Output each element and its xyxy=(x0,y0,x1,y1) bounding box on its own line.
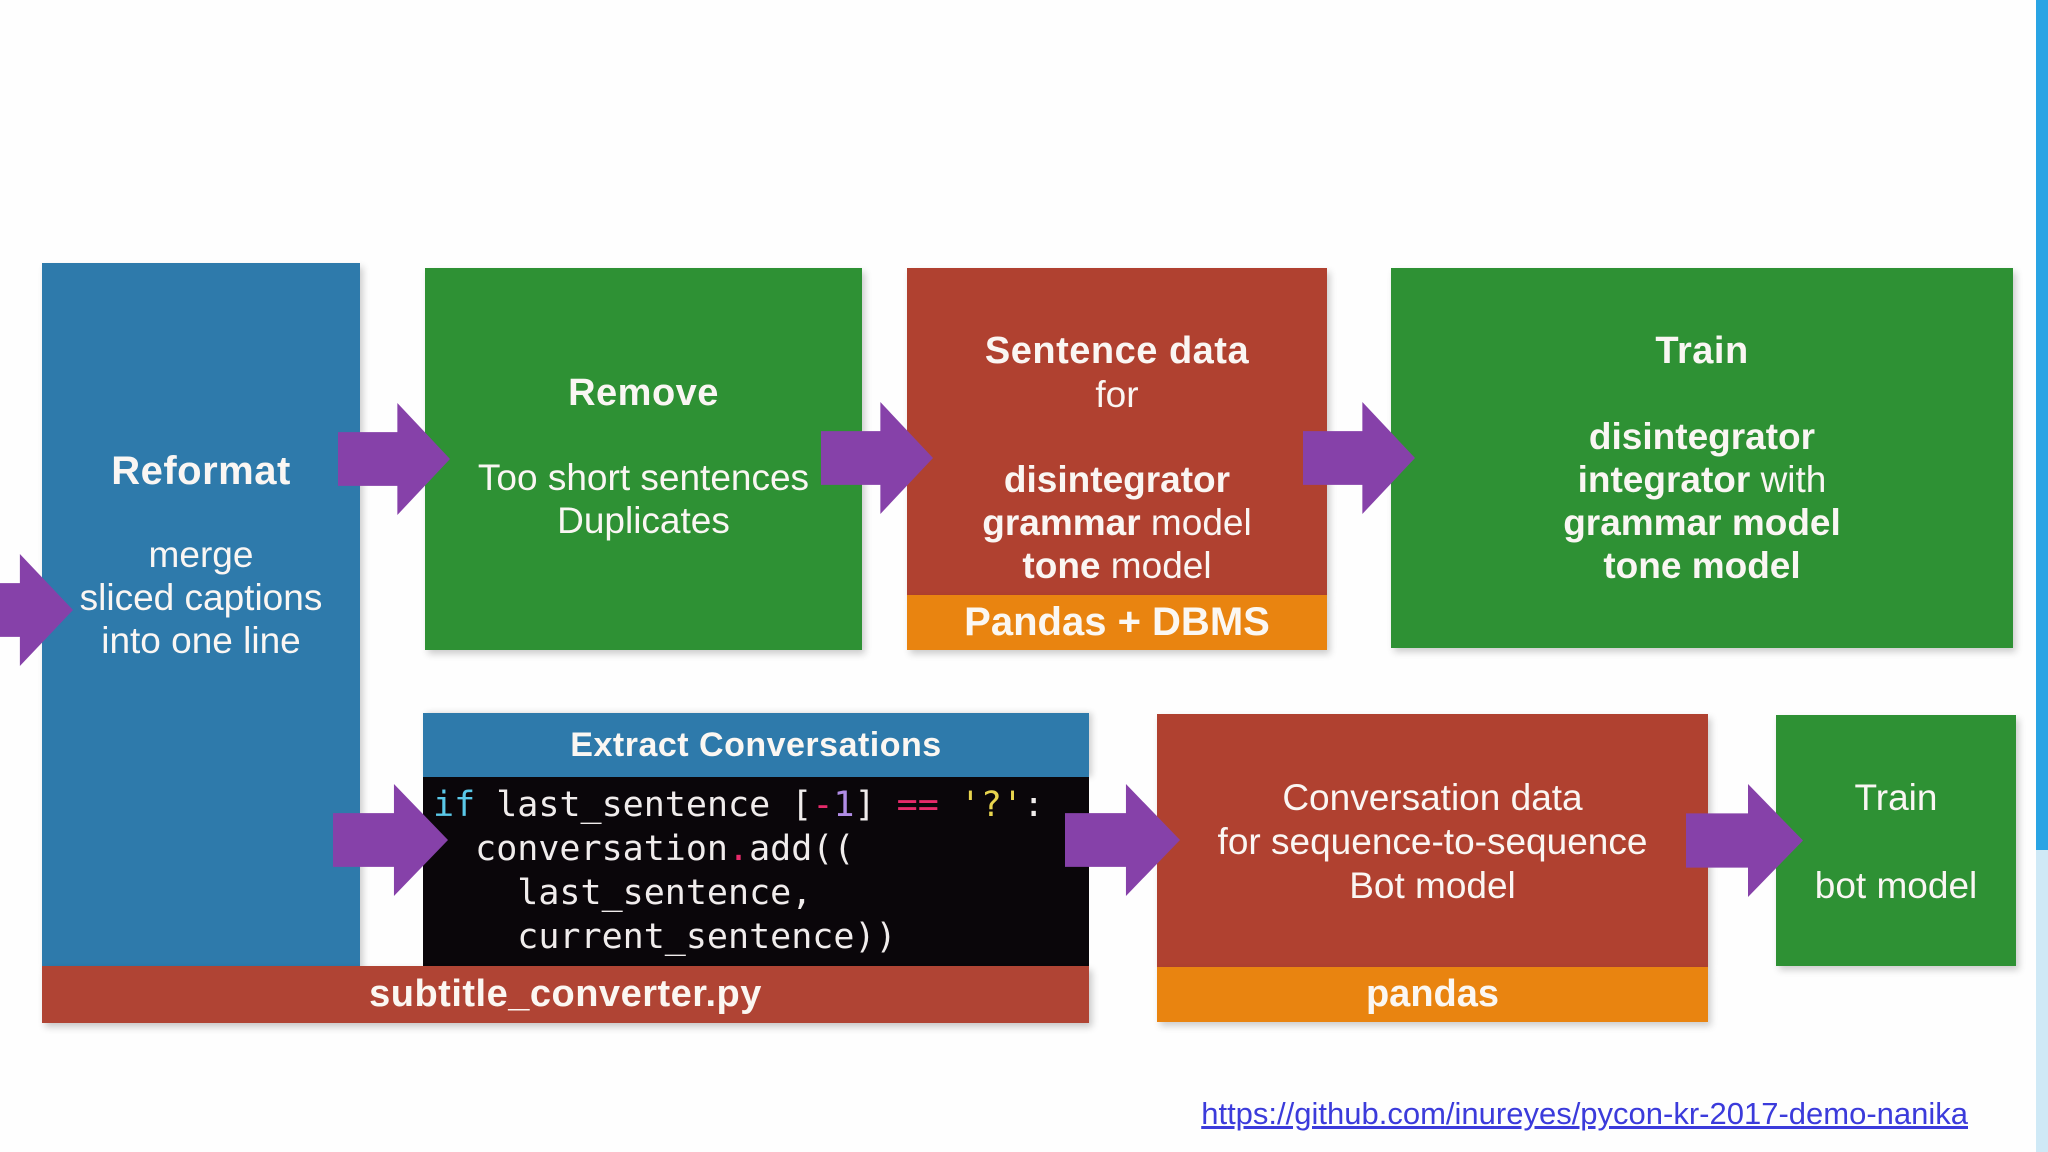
train-bot-line: bot model xyxy=(1814,865,1978,906)
conversation-data-box: Conversation data for sequence-to-sequen… xyxy=(1157,714,1708,967)
model-line: integrator with xyxy=(1577,459,1827,500)
pandas-dbms-bar: Pandas + DBMS xyxy=(907,595,1327,650)
model-line: disintegrator xyxy=(1588,416,1816,457)
remove-line: Too short sentences xyxy=(477,457,810,498)
remove-box: Remove Too short sentences Duplicates xyxy=(425,268,862,650)
conversation-line: Conversation data xyxy=(1282,777,1583,818)
sentence-data-title: Sentence data xyxy=(984,330,1250,372)
train-bot-line: Train xyxy=(1854,777,1938,818)
train-bot-box: Train bot model xyxy=(1776,715,2016,966)
footer-link-wrap: https://github.com/inureyes/pycon-kr-201… xyxy=(1201,1096,1968,1132)
scrollbar-track[interactable] xyxy=(2036,0,2048,1152)
code-line: conversation.add(( xyxy=(433,829,855,869)
model-line: tone model xyxy=(1022,545,1212,586)
train-bot-body: Train bot model xyxy=(1815,776,1978,908)
code-block: if last_sentence [-1] == '?': conversati… xyxy=(423,777,1089,966)
spacer xyxy=(1815,820,1978,864)
subtitle-converter-bar: subtitle_converter.py xyxy=(42,966,1089,1023)
pandas-bar: pandas xyxy=(1157,967,1708,1022)
code-line: current_sentence)) xyxy=(433,917,897,957)
model-line: grammar model xyxy=(1563,502,1841,543)
model-line: disintegrator xyxy=(1003,459,1231,500)
code-line: if last_sentence [-1] == '?': xyxy=(433,785,1045,825)
reformat-line: into one line xyxy=(101,620,301,661)
reformat-line: sliced captions xyxy=(79,577,323,618)
train-title: Train xyxy=(1655,330,1749,372)
github-repo-link[interactable]: https://github.com/inureyes/pycon-kr-201… xyxy=(1201,1096,1968,1131)
train-model-list: disintegrator integrator with grammar mo… xyxy=(1563,415,1841,587)
reformat-box: Reformat merge sliced captions into one … xyxy=(42,263,360,966)
remove-title: Remove xyxy=(568,372,719,414)
reformat-line: merge xyxy=(148,534,254,575)
sentence-data-box: Sentence data for disintegrator grammar … xyxy=(907,268,1327,595)
remove-line: Duplicates xyxy=(557,500,730,541)
sentence-data-subtitle: for xyxy=(1095,374,1139,415)
train-box: Train disintegrator integrator with gram… xyxy=(1391,268,2013,648)
reformat-body: merge sliced captions into one line xyxy=(80,533,323,662)
conversation-line: for sequence-to-sequence xyxy=(1217,821,1648,862)
conversation-line: Bot model xyxy=(1349,865,1516,906)
model-line: grammar model xyxy=(982,502,1252,543)
conversation-body: Conversation data for sequence-to-sequen… xyxy=(1218,776,1648,908)
code-line: last_sentence, xyxy=(433,873,813,913)
scrollbar-thumb[interactable] xyxy=(2036,0,2048,850)
extract-conversations-header: Extract Conversations xyxy=(423,713,1089,777)
remove-body: Too short sentences Duplicates xyxy=(478,456,809,542)
model-line: tone model xyxy=(1603,545,1801,586)
sentence-model-list: disintegrator grammar model tone model xyxy=(982,458,1251,587)
reformat-title: Reformat xyxy=(111,449,291,493)
